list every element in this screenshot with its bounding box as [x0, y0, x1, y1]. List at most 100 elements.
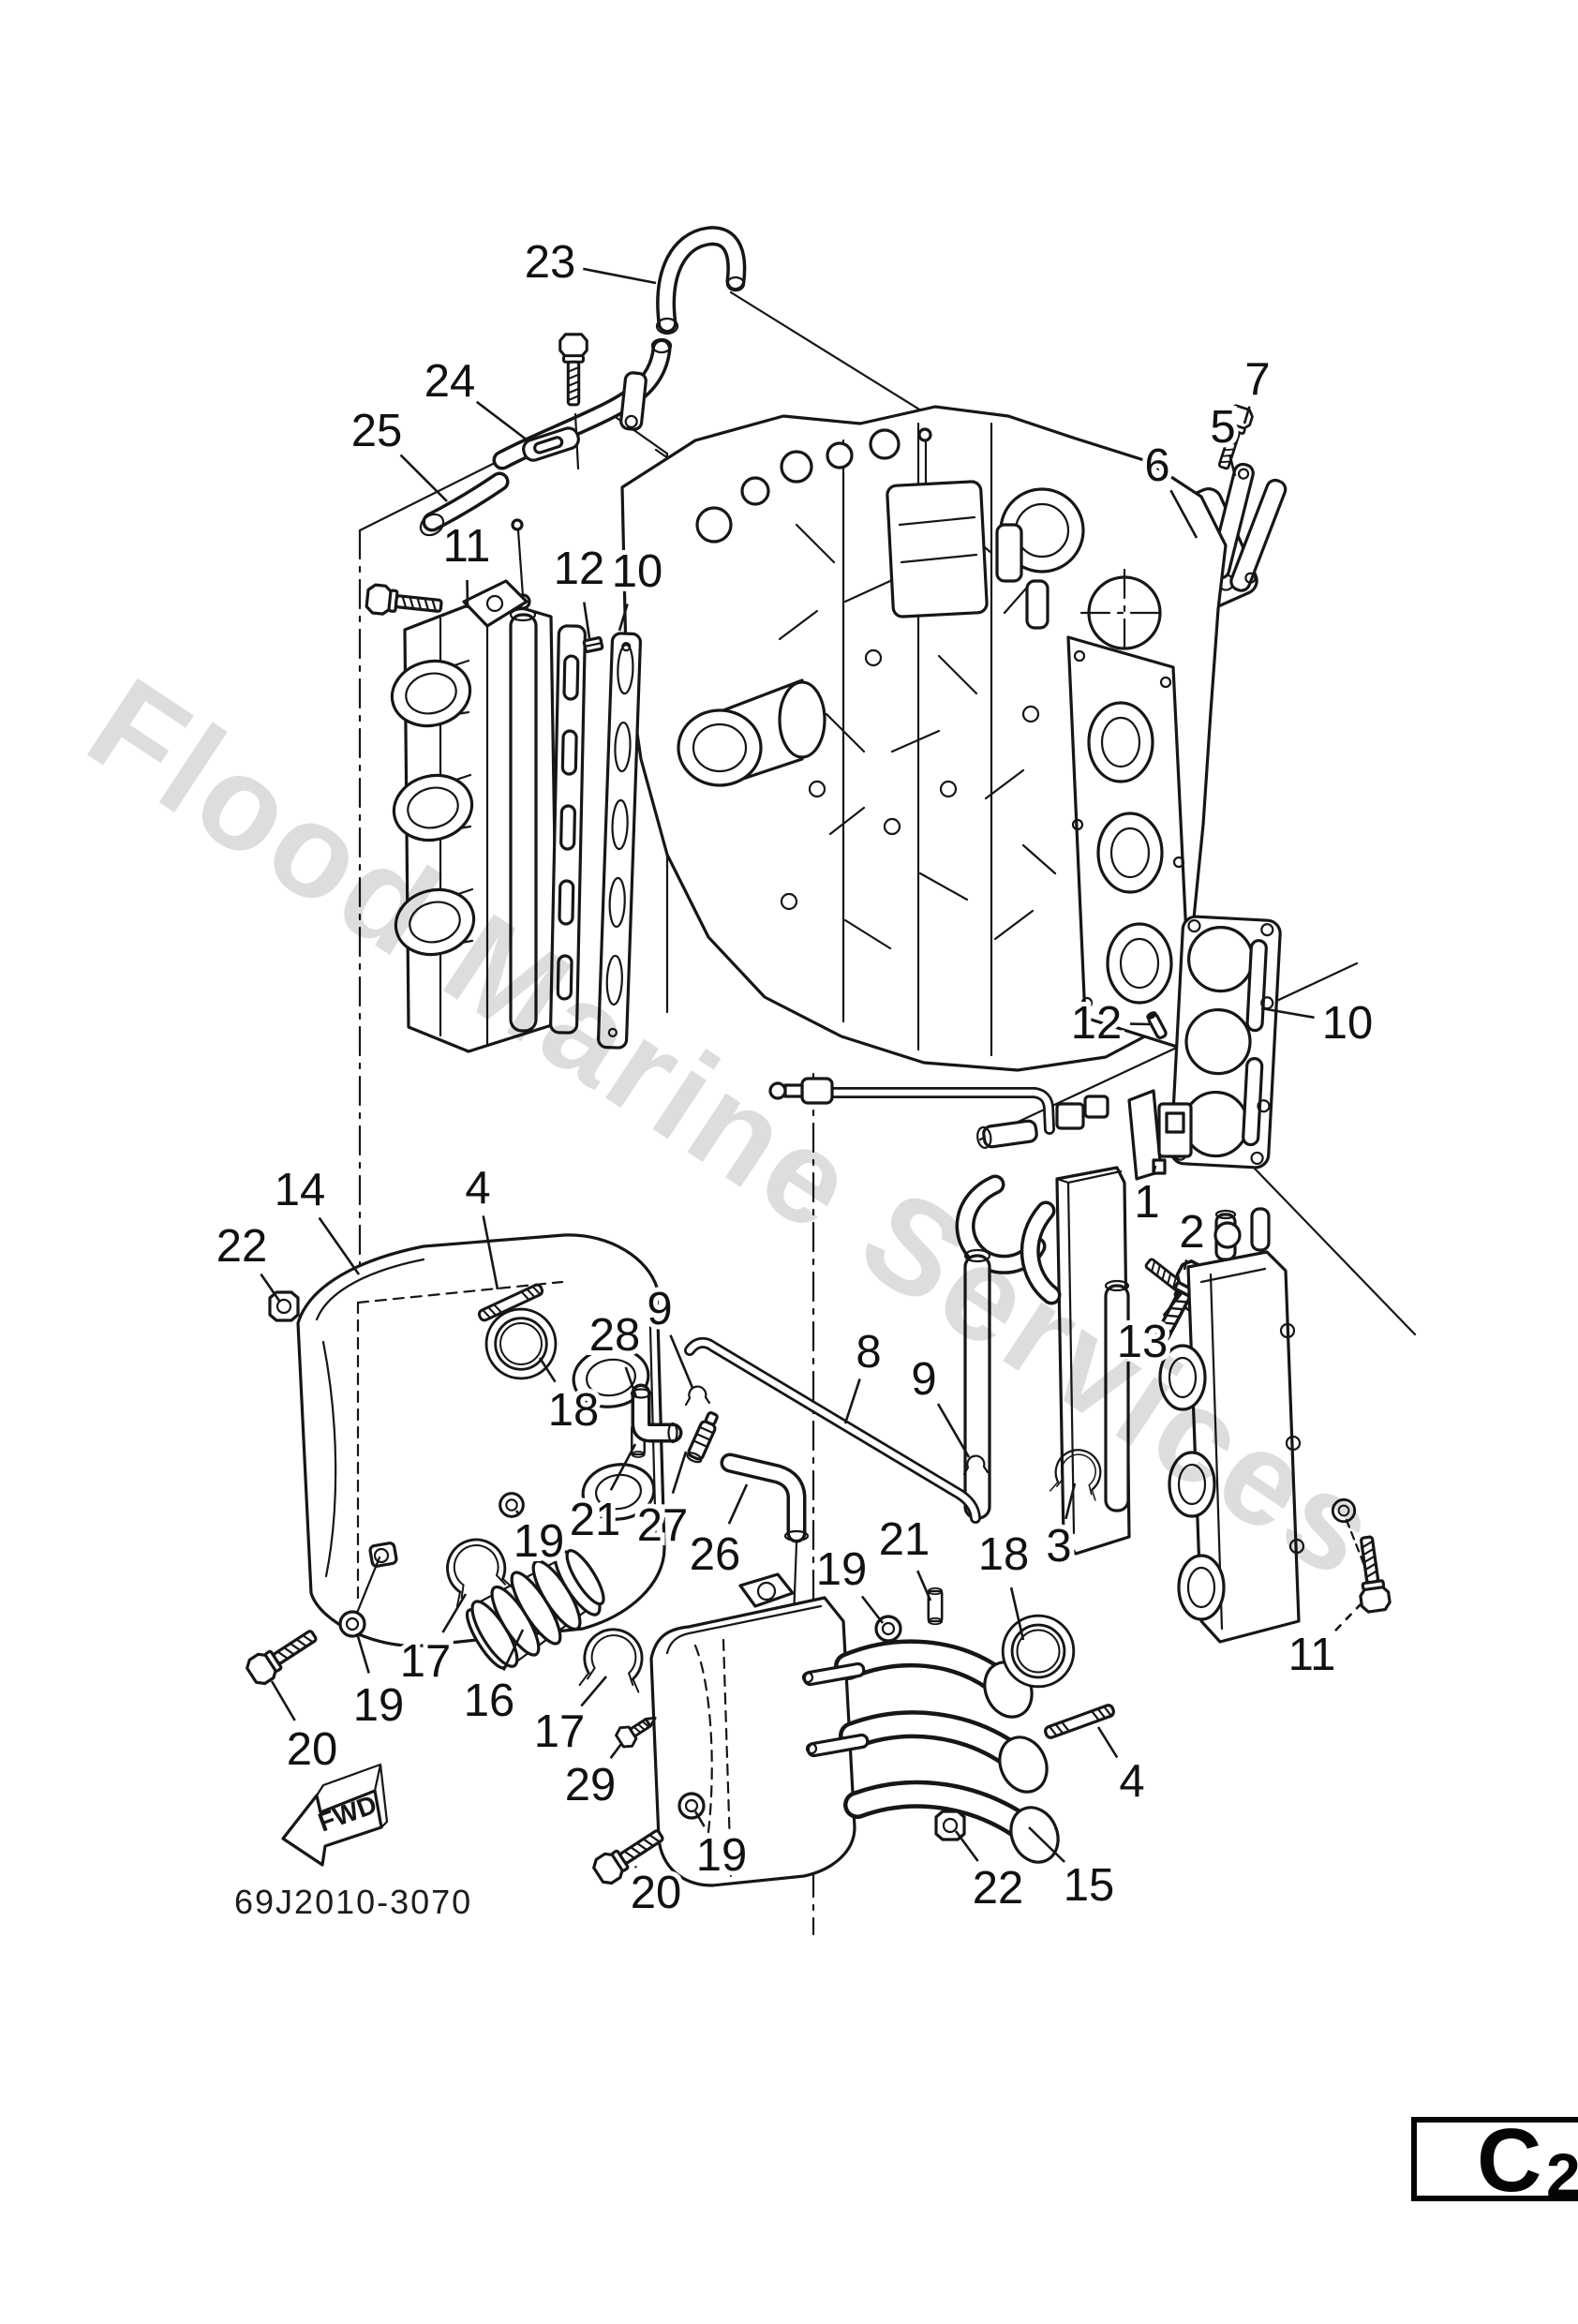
- callout-12: 12: [1066, 993, 1151, 1053]
- gasket-10-right: [1169, 915, 1282, 1169]
- callout-17: 17: [529, 1676, 607, 1762]
- callout-19: 19: [509, 1510, 569, 1572]
- callout-7: 7: [1240, 350, 1275, 425]
- clip-9-left: [684, 1385, 711, 1407]
- sensor-assembly-1: [1127, 1089, 1193, 1181]
- callout-leader-27: [671, 1451, 688, 1495]
- engine-block: [620, 405, 1228, 1072]
- callout-number-24: 24: [424, 356, 476, 407]
- callout-number-6: 6: [1144, 440, 1169, 491]
- callout-number-14: 14: [275, 1165, 326, 1215]
- callout-leader-17: [580, 1676, 607, 1707]
- intake-duct-16: [465, 1548, 605, 1670]
- callout-number-20: 20: [287, 1724, 338, 1775]
- bolt-11-left: [364, 582, 444, 622]
- callout-leader-22: [954, 1830, 979, 1862]
- page-code-sub: 2: [1546, 2140, 1578, 2210]
- callout-leader-23: [583, 267, 657, 285]
- callout-number-18: 18: [978, 1529, 1030, 1580]
- throttle-body-assembly: [1158, 1207, 1305, 1644]
- callout-10: 10: [607, 542, 667, 632]
- callout-number-18: 18: [548, 1385, 600, 1436]
- silencer-cover-14: [296, 1233, 666, 1647]
- carburetor-bank: [390, 518, 642, 1053]
- fuel-rail-assembly: [955, 1095, 1131, 1556]
- throttle-lever-lug: [462, 579, 528, 628]
- page-code-main: C: [1477, 2110, 1541, 2211]
- callout-leader-20: [633, 1865, 638, 1869]
- callout-number-22: 22: [216, 1221, 268, 1272]
- callout-leader-19: [355, 1632, 370, 1674]
- callout-leader-29: [609, 1743, 623, 1759]
- callout-number-9: 9: [911, 1354, 936, 1405]
- callout-number-9: 9: [647, 1284, 672, 1334]
- fuel-rail-tube: [509, 518, 538, 1033]
- callout-12: 12: [549, 539, 609, 639]
- callout-leader-10: [1260, 1006, 1315, 1020]
- callout-4: 4: [460, 1158, 499, 1290]
- page-code-box: C 2: [1411, 2110, 1578, 2211]
- callout-15: 15: [1028, 1826, 1119, 1915]
- hose-25: [419, 471, 510, 537]
- callout-leader-26: [727, 1483, 749, 1525]
- callout-20: 20: [270, 1680, 342, 1780]
- callout-21: 21: [565, 1443, 637, 1550]
- callout-14: 14: [270, 1160, 361, 1275]
- callout-number-10: 10: [612, 546, 663, 597]
- callout-3: 3: [1041, 1482, 1077, 1576]
- callout-leader-7: [1243, 406, 1251, 425]
- callout-leader-9: [669, 1334, 694, 1389]
- callout-number-10: 10: [1322, 998, 1374, 1049]
- collar-21-right: [927, 1587, 944, 1626]
- callout-leader-28: [624, 1366, 638, 1398]
- block-detail-lines: [778, 523, 1057, 950]
- callout-25: 25: [347, 401, 448, 502]
- callout-leader-4: [482, 1215, 499, 1290]
- callout-leader-1: [1152, 1165, 1157, 1176]
- callout-number-12: 12: [1071, 998, 1123, 1049]
- gasket-10-left: [597, 632, 642, 1050]
- callout-number-4: 4: [465, 1163, 490, 1214]
- callout-leader-8: [843, 1378, 861, 1424]
- figure-code: 69J2010-3070: [234, 1883, 472, 1921]
- callout-number-19: 19: [514, 1516, 565, 1567]
- callout-leader-14: [318, 1216, 361, 1275]
- callout-number-28: 28: [589, 1310, 641, 1361]
- callout-leader-4: [1096, 1726, 1119, 1759]
- callout-leader-19: [514, 1510, 520, 1515]
- callout-10: 10: [1260, 993, 1377, 1053]
- callout-number-27: 27: [637, 1500, 689, 1551]
- callout-number-5: 5: [1210, 402, 1235, 453]
- callout-number-21: 21: [570, 1495, 621, 1545]
- callout-number-16: 16: [464, 1676, 515, 1726]
- callout-number-19: 19: [353, 1680, 405, 1731]
- callout-21: 21: [874, 1510, 934, 1601]
- callout-16: 16: [459, 1629, 525, 1731]
- callout-11: 11: [1284, 1603, 1362, 1685]
- callout-number-22: 22: [973, 1863, 1024, 1914]
- callout-2: 2: [1174, 1202, 1210, 1271]
- callout-leader-11: [1334, 1603, 1362, 1632]
- callout-leader-17: [441, 1593, 468, 1633]
- intake-horns: [390, 659, 476, 957]
- fwd-arrow: FWD: [281, 1763, 389, 1867]
- callout-leader-15: [1028, 1826, 1066, 1863]
- callout-19: 19: [349, 1632, 409, 1736]
- callout-leader-20: [270, 1680, 296, 1721]
- callout-27: 27: [633, 1451, 692, 1556]
- washer-19-d: [677, 1792, 706, 1820]
- dowel-pin-12-right: [1146, 1011, 1168, 1040]
- callout-leader-18: [1009, 1587, 1025, 1641]
- callout-8: 8: [843, 1322, 886, 1424]
- callout-18: 18: [538, 1357, 603, 1440]
- callout-number-21: 21: [879, 1514, 930, 1565]
- callout-26: 26: [685, 1483, 749, 1585]
- bolt-20-a: [242, 1621, 323, 1689]
- callout-leader-12: [583, 602, 591, 639]
- callout-leader-22: [260, 1273, 281, 1302]
- callout-number-19: 19: [696, 1830, 748, 1881]
- callout-leader-21: [609, 1443, 637, 1491]
- starter-motor: [677, 678, 826, 787]
